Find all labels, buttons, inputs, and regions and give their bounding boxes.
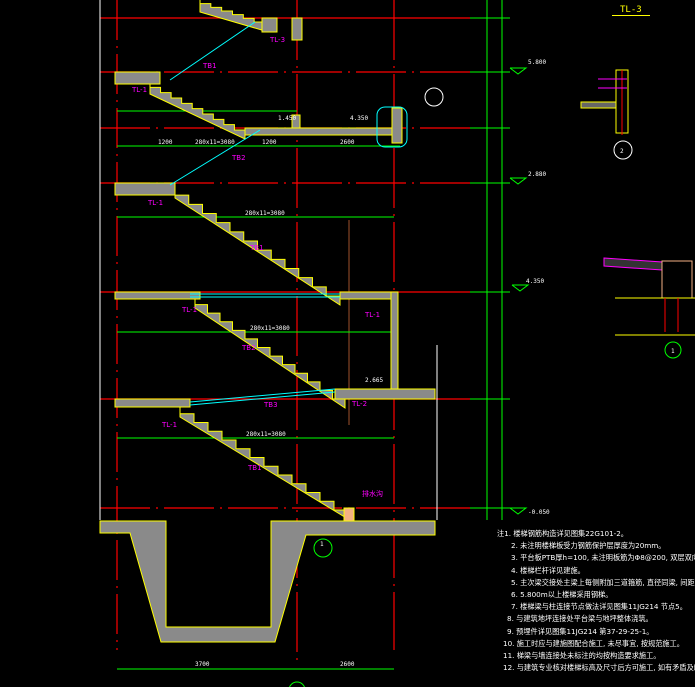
elevation-text: -0.050 xyxy=(528,509,550,516)
detail-number: 1 xyxy=(320,541,324,548)
landing-slab xyxy=(114,71,161,85)
horizontal-dimension-lines xyxy=(117,110,400,670)
stair-flight xyxy=(199,0,266,32)
label-tl1: TL-1 xyxy=(131,86,147,94)
label-tb1: TB1 xyxy=(249,244,264,252)
stair-flight xyxy=(149,82,246,140)
dim-text: 280x11=3080 xyxy=(245,210,285,217)
elevation-text: 4.350 xyxy=(526,278,544,285)
annotations: TB1 TL-1 TL-3 TB2 TL-1 TB1 TL-1 TL-1 TB2… xyxy=(131,36,550,668)
elevation-text: 2.880 xyxy=(528,171,546,178)
detail-number: 1 xyxy=(671,348,675,355)
stair-flight xyxy=(179,405,349,520)
note: 10. 施工时应与建施图配合施工, 未尽事宜, 按规范施工。 xyxy=(503,638,684,648)
landings xyxy=(99,17,436,643)
note: 8. 与建筑地坪连接处平台梁与地坪整体浇筑。 xyxy=(507,614,653,624)
drainage-pit xyxy=(99,520,436,643)
dim-text: 1200 xyxy=(158,139,173,146)
elevation-text: 2.665 xyxy=(365,377,383,384)
label-tb2: TB2 xyxy=(231,154,246,162)
detail-1: 1 xyxy=(603,257,695,359)
landing-slab xyxy=(339,291,399,300)
wall xyxy=(390,291,399,400)
landing-slab xyxy=(114,398,191,408)
landing-slab xyxy=(334,388,436,400)
label-tl1: TL-1 xyxy=(161,421,177,429)
axis-marker xyxy=(289,681,305,687)
note: 4. 楼梯栏杆详见建施。 xyxy=(511,565,585,575)
drain-block xyxy=(343,507,355,522)
note: 5. 主次梁交接处主梁上每侧附加三道箍筋, 直径同梁, 间距50。 xyxy=(511,577,695,587)
beam xyxy=(291,114,301,129)
elevation-text: 1.450 xyxy=(278,115,296,122)
detail-title: TL-3 xyxy=(612,5,650,16)
note: 3. 平台板PTB厚h=100, 未注明板筋为Φ8@200, 双层双向。 xyxy=(511,553,695,563)
label-tl1: TL-1 xyxy=(364,311,380,319)
detail-number: 2 xyxy=(620,148,624,155)
detail-marker xyxy=(664,341,682,359)
elevation-text: 5.800 xyxy=(528,59,546,66)
stair-flights xyxy=(149,0,349,520)
dim-text: 280x11=3080 xyxy=(250,325,290,332)
label-drain: 排水沟 xyxy=(362,489,383,498)
dim-text: 2600 xyxy=(340,139,355,146)
label-tb3: TB3 xyxy=(263,401,278,409)
label-tl1: TL-1 xyxy=(181,306,197,314)
label-tl1: TL-1 xyxy=(147,199,163,207)
beam xyxy=(291,17,303,41)
dim-text: 1200 xyxy=(262,139,277,146)
stair-flight xyxy=(174,186,341,306)
dim-text: 2600 xyxy=(340,661,355,668)
beam-tl3 xyxy=(261,17,278,33)
note: 11. 梯梁与墙连接处未标注的均按构造要求施工。 xyxy=(503,651,661,661)
detail-marker xyxy=(613,140,633,160)
dim-text: 280x11=3080 xyxy=(195,139,235,146)
note: 6. 5.800m以上楼梯采用钢梯。 xyxy=(511,590,613,600)
stair-flight xyxy=(194,296,346,409)
right-dimension-columns xyxy=(470,0,510,520)
detail-marker xyxy=(313,538,333,558)
landing-slab xyxy=(114,291,201,300)
landing-edge xyxy=(391,107,403,144)
label-tb1: TB1 xyxy=(247,464,262,472)
elevation-markers xyxy=(509,67,530,515)
label-tl3: TL-3 xyxy=(269,36,285,44)
detail-marker xyxy=(424,87,444,107)
cyan-flights xyxy=(169,21,408,406)
note: 7. 楼梯梁与柱连接节点做法详见图集11JG214 节点5。 xyxy=(511,602,687,612)
note: 9. 预埋件详见图集11JG214 第37-29-25-1。 xyxy=(507,626,654,636)
label-tb2: TB2 xyxy=(241,344,256,352)
landing-slab xyxy=(114,182,176,196)
dim-text: 280x11=3080 xyxy=(246,431,286,438)
note: 2. 未注明楼梯板受力钢筋保护层厚度为20mm。 xyxy=(511,541,666,551)
label-tb1: TB1 xyxy=(202,62,217,70)
label-tl2: TL-2 xyxy=(351,400,367,408)
note: 注1. 楼梯钢筋构造详见图集22G101-2。 xyxy=(497,529,628,538)
general-notes: 注1. 楼梯钢筋构造详见图集22G101-2。 2. 未注明楼梯板受力钢筋保护层… xyxy=(497,528,695,674)
detail-callout xyxy=(376,106,408,148)
note: 12. 与建筑专业核对楼梯标高及尺寸后方可施工, 如有矛盾及时通知设计。 xyxy=(503,663,695,673)
elevation-text: 4.350 xyxy=(350,115,368,122)
detail-2: 2 xyxy=(580,69,633,160)
dim-text: 3700 xyxy=(195,661,210,668)
